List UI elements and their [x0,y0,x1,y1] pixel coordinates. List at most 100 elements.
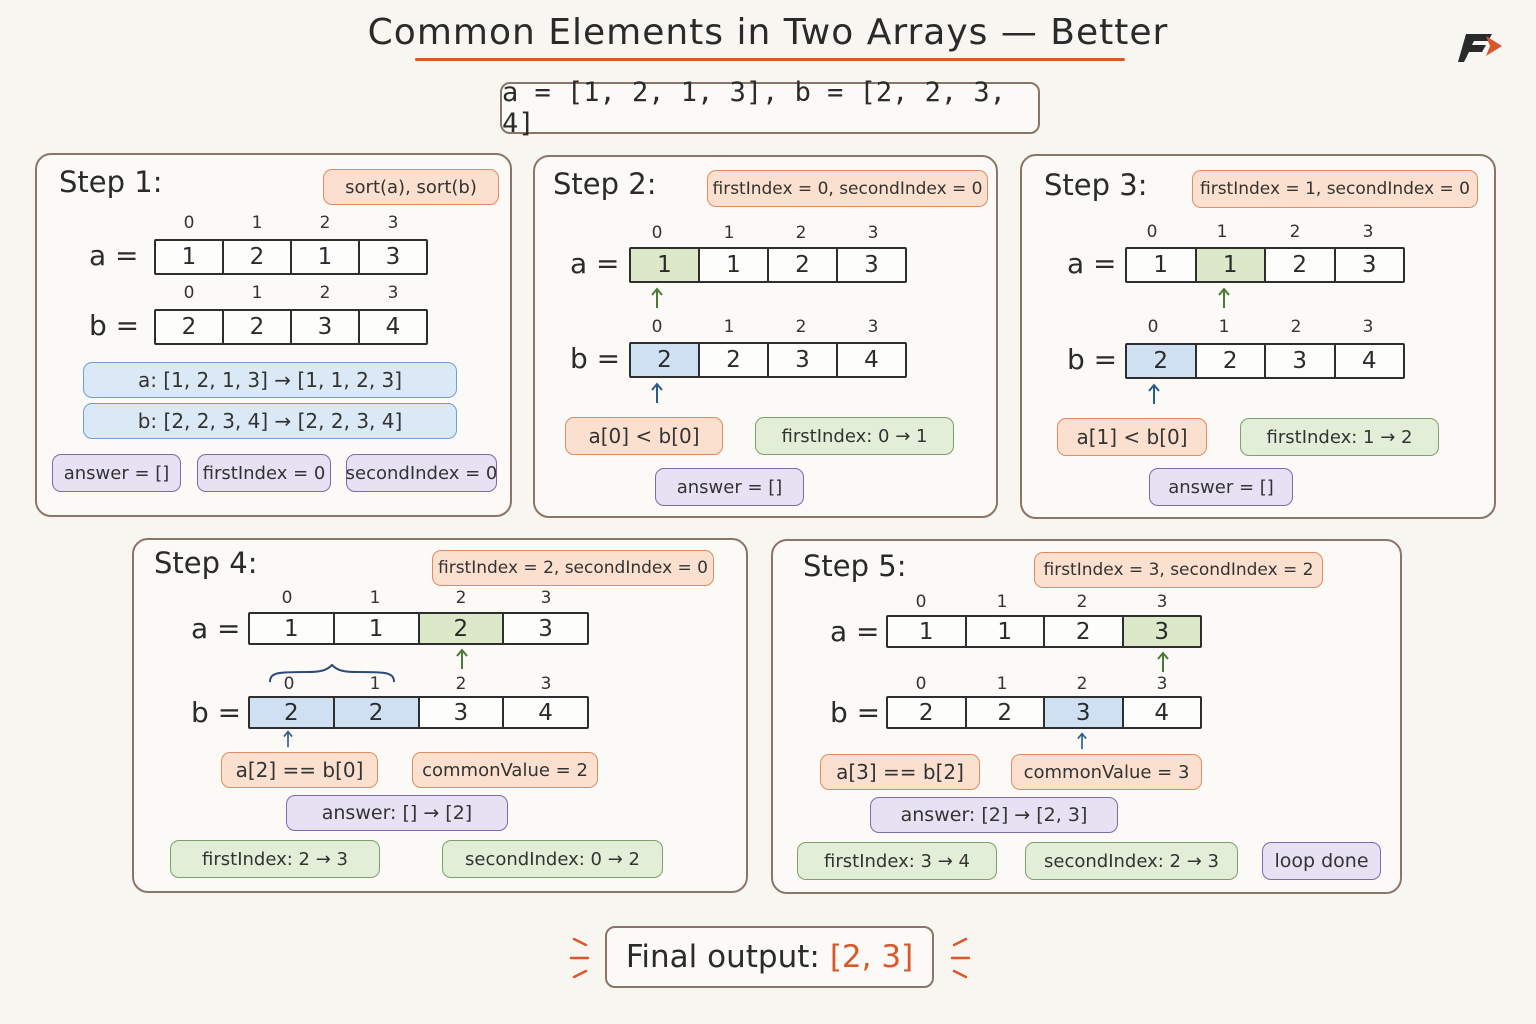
step-1-title: Step 1: [59,165,163,199]
array-a: 1 1 2 3 [629,247,907,283]
b-index-1: 1 [251,283,263,303]
array-a-cell: 2 [1266,249,1336,281]
array-a-label: a = [1067,247,1117,280]
array-b-cell: 2 [700,344,769,376]
first-index-pointer-icon [1157,651,1169,672]
array-a-cell: 1 [700,249,769,281]
second-index-badge: secondIndex = 0 [346,454,497,492]
final-output-label: Final output: [625,939,820,975]
array-a-label: a = [191,612,241,645]
array-b-label: b = [1067,343,1118,376]
first-index-pointer-icon [1218,287,1230,308]
answer-badge: answer = [] [655,468,804,506]
b-index-3: 3 [540,674,552,694]
step-1-header: sort(a), sort(b) [323,169,499,205]
a-index-0: 0 [915,592,927,612]
step-3-title: Step 3: [1044,168,1148,202]
b-index-2: 2 [795,317,807,337]
array-a-cell: 2 [1045,617,1124,646]
array-a-cell: 1 [250,614,335,643]
array-a-label: a = [570,247,620,280]
a-index-3: 3 [387,213,399,233]
step-5-panel: Step 5: firstIndex = 3, secondIndex = 2 … [771,539,1402,894]
comparison-badge: a[3] == b[2] [820,754,980,790]
array-a: 1 1 2 3 [248,612,589,645]
first-index-update-badge: firstIndex: 3 → 4 [797,842,997,880]
b-index-2: 2 [319,283,331,303]
first-index-update-badge: firstIndex: 1 → 2 [1240,418,1439,456]
comparison-badge: a[2] == b[0] [221,752,378,788]
first-index-pointer-icon [456,648,468,669]
array-b-cell-current: 3 [1045,698,1124,727]
step-5-header: firstIndex = 3, secondIndex = 2 [1034,552,1323,588]
a-index-2: 2 [1076,592,1088,612]
a-index-0: 0 [183,213,195,233]
final-output: Final output: [2, 3] [605,926,934,988]
array-b-cell: 2 [967,698,1045,727]
array-a-cell: 1 [1127,249,1197,281]
spark-right-icon [950,937,971,979]
array-b-cell: 3 [769,344,838,376]
input-arrays: a = [1, 2, 1, 3], b = [2, 2, 3, 4] [500,77,1040,139]
array-b-cell: 3 [420,698,505,727]
array-b: 2 2 3 4 [886,696,1202,729]
array-a-cell: 3 [538,615,553,642]
b-index-0: 0 [651,317,663,337]
b-index-3: 3 [1156,674,1168,694]
sort-b-note: b: [2, 2, 3, 4] → [2, 2, 3, 4] [83,403,457,439]
step-4-panel: Step 4: firstIndex = 2, secondIndex = 0 … [132,538,748,893]
array-a-cell: 1 [888,617,967,646]
second-index-pointer-icon [1077,732,1087,750]
loop-done-badge: loop done [1262,842,1381,880]
array-b-label: b = [89,309,140,342]
step-3-panel: Step 3: firstIndex = 1, secondIndex = 0 … [1020,154,1496,519]
array-a-cell: 2 [769,249,838,281]
array-a-cell: 2 [224,241,292,273]
step-5-title: Step 5: [803,549,907,583]
array-b: 2 2 3 4 [629,342,907,378]
step-3-header: firstIndex = 1, secondIndex = 0 [1192,170,1478,208]
final-output-value: [2, 3] [829,939,914,975]
brand-logo-icon [1458,34,1502,62]
brace-icon [269,664,395,683]
array-b-label: b = [570,342,621,375]
step-1-panel: Step 1: sort(a), sort(b) 0 1 2 3 a = 1 2… [35,153,512,517]
array-b: 2 2 3 4 [248,696,589,729]
b-index-2: 2 [1076,674,1088,694]
array-a: 1 1 2 3 [1125,247,1405,283]
step-2-panel: Step 2: firstIndex = 0, secondIndex = 0 … [533,155,998,518]
a-index-3: 3 [867,223,879,243]
array-b-cell: 3 [1266,345,1336,377]
first-index-badge: firstIndex = 0 [197,454,331,492]
spark-left-icon [569,937,590,979]
step-2-header: firstIndex = 0, secondIndex = 0 [707,170,988,207]
a-index-0: 0 [1146,222,1158,242]
a-index-2: 2 [319,213,331,233]
b-index-0: 0 [915,674,927,694]
b-index-3: 3 [1362,317,1374,337]
step-4-header: firstIndex = 2, secondIndex = 0 [432,550,714,586]
b-index-0: 0 [283,674,295,694]
answer-update-badge: answer: [] → [2] [286,795,508,831]
comparison-badge: a[0] < b[0] [565,417,723,455]
array-b-cell: 2 [156,311,224,343]
array-a-cell: 3 [1361,252,1377,278]
b-index-0: 0 [1147,317,1159,337]
step-2-title: Step 2: [553,167,657,201]
a-index-2: 2 [795,223,807,243]
a-index-1: 1 [723,223,735,243]
second-index-pointer-icon [651,382,663,403]
array-b-cell-current: 2 [334,698,420,727]
array-a-cell: 1 [967,617,1045,646]
a-index-1: 1 [369,588,381,608]
a-index-3: 3 [540,588,552,608]
array-b-cell: 4 [1361,348,1377,374]
b-index-1: 1 [723,317,735,337]
first-index-pointer-icon [651,287,663,308]
second-index-pointer-icon [283,730,293,748]
common-value-badge: commonValue = 3 [1011,754,1202,790]
title-underline [415,58,1125,61]
array-b-cell-current: 2 [631,344,700,376]
array-b-label: b = [191,696,242,729]
array-b-cell-current: 2 [1127,345,1197,377]
